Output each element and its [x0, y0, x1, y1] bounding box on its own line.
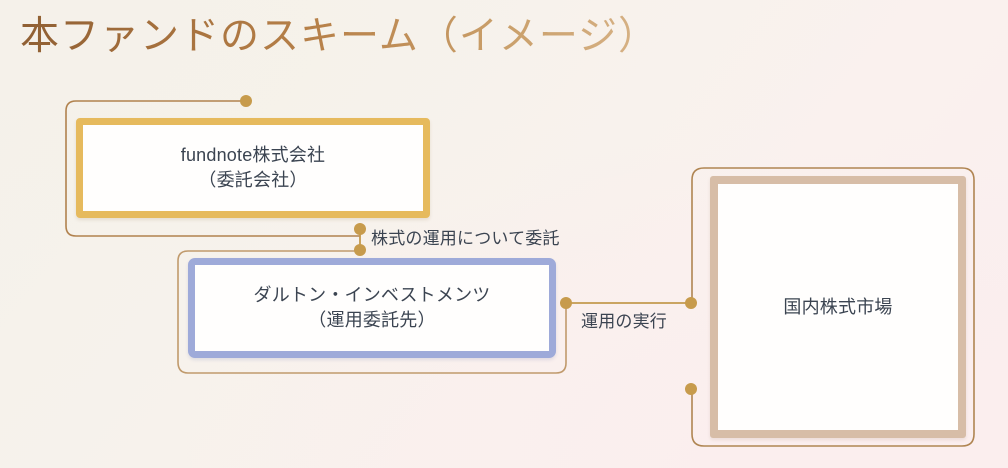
node-fundnote-company: fundnote株式会社 （委託会社）	[76, 118, 430, 218]
node-dalton-line1: ダルトン・インベストメンツ	[253, 285, 491, 305]
connector-dot-entrust-lower	[354, 244, 366, 256]
node-domestic-stock-market: 国内株式市場	[710, 176, 966, 438]
node-fundnote-line1: fundnote株式会社	[180, 145, 326, 165]
connector-dot-execute-right	[685, 297, 697, 309]
node-market-line1: 国内株式市場	[783, 296, 893, 317]
connector-dot-fundnote-top	[240, 95, 252, 107]
connector-dot-execute-left	[560, 297, 572, 309]
edge-label-entrust: 株式の運用について委託	[371, 229, 560, 248]
connector-dot-entrust-upper	[354, 223, 366, 235]
node-dalton-line2: （運用委託先）	[308, 310, 436, 330]
edge-label-execute: 運用の実行	[581, 312, 667, 331]
page-title: 本ファンドのスキーム（イメージ）	[20, 12, 658, 62]
node-dalton-investments: ダルトン・インベストメンツ （運用委託先）	[188, 258, 556, 358]
connector-dot-market-bottom	[685, 383, 697, 395]
node-fundnote-line2: （委託会社）	[198, 170, 308, 190]
